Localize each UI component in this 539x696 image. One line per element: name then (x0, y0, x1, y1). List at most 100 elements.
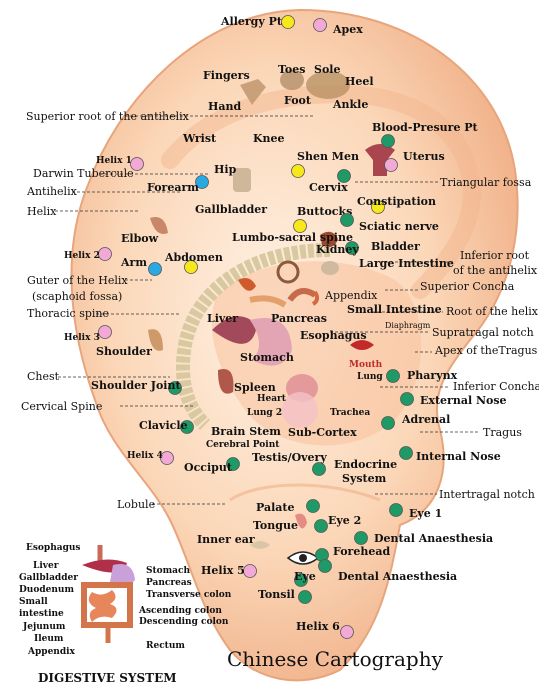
label-lung2: Lung 2 (247, 408, 282, 418)
callout-labels: Superior root of the antihelix Darwin Tu… (21, 110, 539, 511)
label-esophagus: Esophagus (300, 329, 367, 342)
point-dental-anaesthesia (354, 531, 368, 545)
pancreas-sketch (249, 295, 287, 308)
digestive-colon (81, 582, 133, 628)
dig-label-descending: Descending colon (139, 617, 229, 627)
hand-sketch (240, 79, 266, 105)
dig-label-transverse: Transverse colon (146, 590, 232, 600)
point-helix-4 (160, 451, 174, 465)
label-cerebral-point: Cerebral Point (206, 440, 280, 450)
point-label-palate: Palate (256, 501, 295, 514)
point-occiput (226, 457, 240, 471)
point-label-helix-5: Helix 5 (201, 564, 245, 577)
label-foot: Foot (284, 94, 312, 107)
concha-bowl (211, 261, 422, 446)
point-label-dental-anaesthesia: Dental Anaesthesia (374, 532, 493, 545)
label-hip: Hip (214, 163, 237, 176)
foot-sketch (306, 71, 350, 99)
callout-triangular: Triangular fossa (440, 176, 532, 189)
digestive-system-inset (81, 545, 135, 643)
point-blood-presure-pt (381, 134, 395, 148)
point-forearm (195, 175, 209, 189)
point-palate (306, 499, 320, 513)
large-intestine-sketch (276, 260, 300, 284)
label-stomach: Stomach (240, 351, 294, 364)
point-external-nose (400, 392, 414, 406)
lobule-hint (229, 483, 381, 502)
point-arm (148, 262, 162, 276)
point-kidney (345, 241, 359, 255)
label-large-intestine: Large Intestine (359, 257, 454, 270)
point-label-constipation: Constipation (357, 195, 436, 208)
label-ankle: Ankle (332, 98, 368, 111)
point-label-shen-men: Shen Men (297, 150, 359, 163)
callout-chest: Chest (27, 370, 60, 383)
point-helix-5 (243, 564, 257, 578)
point-label-helix-6: Helix 6 (296, 620, 340, 633)
point-label-dental-anaesthesia-lower: Dental Anaesthesia (338, 570, 457, 583)
callout-supratragal: Supratragal notch (432, 326, 534, 339)
point-allergy-pt (281, 15, 295, 29)
point-label-abdomen: Abdomen (164, 251, 223, 264)
callout-guter: Guter of the Helix (27, 274, 128, 287)
point-dental-anaesthesia-lower (318, 559, 332, 573)
region-labels: Fingers Toes Sole Heel Hand Foot Ankle W… (96, 63, 454, 546)
label-sub-cortex: Sub-Cortex (288, 426, 357, 439)
point-eye-2 (314, 519, 328, 533)
elbow-sketch (150, 217, 168, 234)
point-shen-men (291, 164, 305, 178)
point-helix-2 (98, 247, 112, 261)
toes-sketch (280, 70, 304, 90)
point-label-apex: Apex (332, 23, 363, 36)
small-intestine-sketch (287, 288, 317, 302)
antihelix-ridge (161, 85, 481, 299)
gallbladder-sketch (238, 278, 256, 291)
point-label-helix-2: Helix 2 (64, 251, 100, 261)
spine (175, 243, 331, 430)
dig-label-liver: Liver (33, 561, 59, 571)
mouth-sketch (350, 340, 374, 350)
callout-inferior-concha: Inferior Concha (453, 380, 539, 393)
point-uterus (384, 158, 398, 172)
callout-helix: Helix (27, 205, 57, 218)
callout-root-helix: Root of the helix (446, 305, 539, 318)
point-clavicle (180, 420, 194, 434)
label-liver: Liver (207, 312, 238, 325)
label-heel: Heel (345, 75, 374, 88)
spleen-sketch (218, 368, 234, 394)
label-testis: Testis/Overy (252, 451, 327, 464)
callout-lines (55, 115, 480, 505)
label-trachea: Trachea (330, 408, 370, 418)
dig-label-pancreas: Pancreas (146, 578, 192, 588)
label-diaphragm: Diaphragm (385, 321, 431, 330)
dig-label-jejunum: Jejunum (22, 622, 66, 632)
point-label-helix-1: Helix 1 (96, 156, 132, 166)
inner-ear-sketch (250, 541, 270, 549)
dig-label-appendix: Appendix (27, 647, 76, 657)
point-label-helix-3: Helix 3 (64, 333, 100, 343)
stomach-sketch (250, 318, 292, 366)
eye-pupil (299, 554, 307, 562)
point-label-tonsil: Tonsil (258, 588, 295, 601)
point-eye-1 (389, 503, 403, 517)
shoulder-sketch (148, 329, 163, 351)
point-label-clavicle: Clavicle (139, 419, 188, 432)
point-label-buttocks: Buttocks (297, 205, 352, 218)
point-label-kidney: Kidney (316, 243, 359, 256)
dig-label-small: Small (19, 597, 48, 607)
dig-label-esophagus: Esophagus (26, 543, 81, 553)
point-tonsil (298, 590, 312, 604)
appendix-sketch (311, 290, 320, 306)
uterus-sketch (365, 144, 395, 176)
point-helix-3 (98, 325, 112, 339)
label-sole: Sole (314, 63, 340, 76)
label-toes: Toes (278, 63, 305, 76)
point-label-helix-4: Helix 4 (127, 451, 163, 461)
label-gallbladder: Gallbladder (195, 203, 267, 216)
hip-sketch (233, 168, 251, 192)
callout-inferior-root-1: Inferior root (460, 249, 530, 262)
point-constipation (371, 200, 385, 214)
